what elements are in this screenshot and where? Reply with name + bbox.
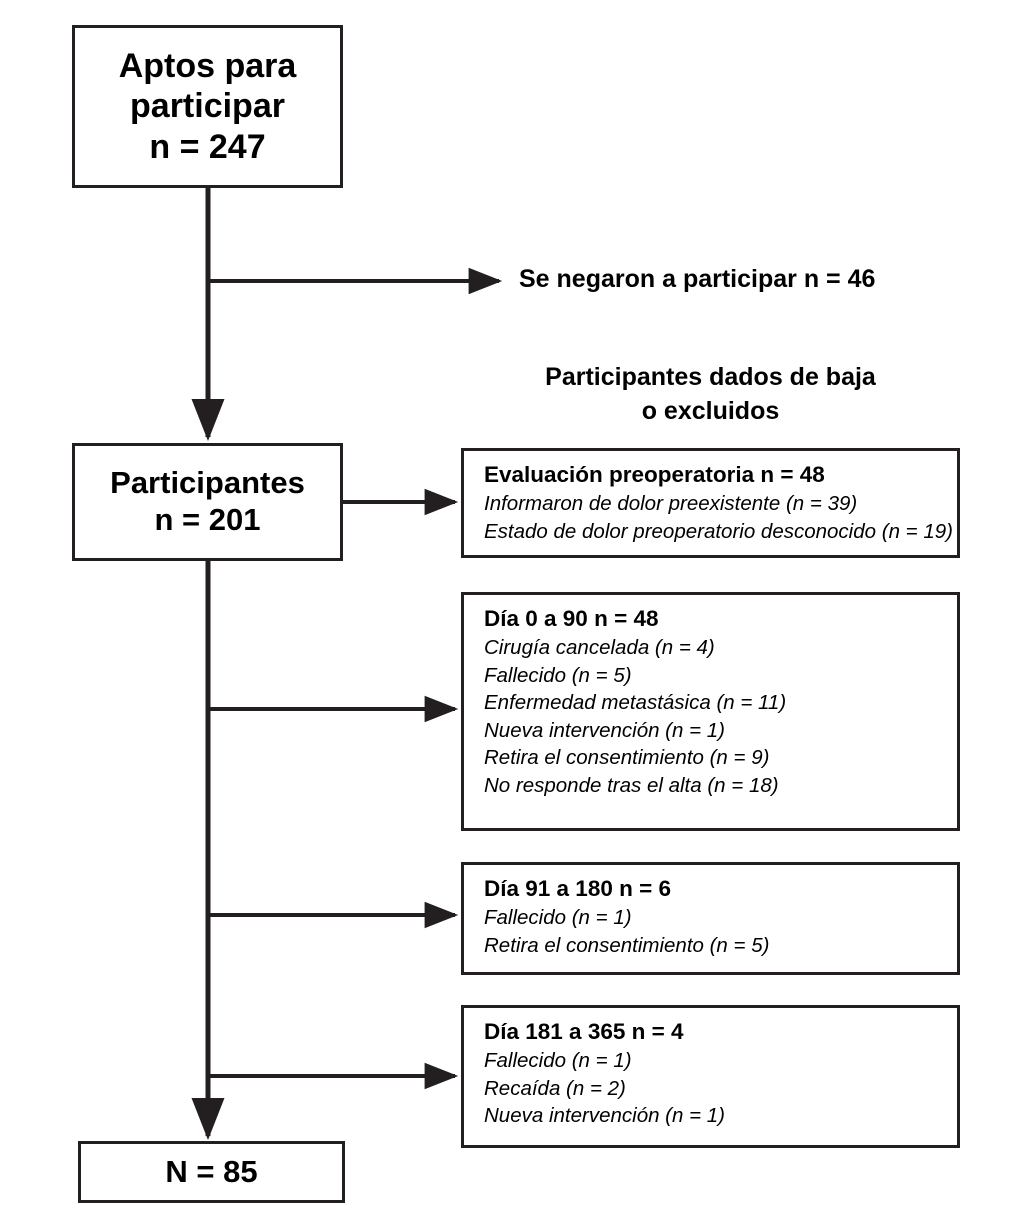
exclusion-item: Retira el consentimiento (n = 9)	[484, 746, 770, 770]
node-participants-line-2: n = 201	[154, 502, 261, 537]
label-refused: Se negaron a participar n = 46	[519, 265, 876, 293]
node-eligible-line-2: participar	[130, 87, 285, 126]
exclusion-item: Nueva intervención (n = 1)	[484, 718, 726, 742]
exclusion-title: Evaluación preoperatoria n = 48	[484, 462, 825, 487]
exclusion-item: Cirugía cancelada (n = 4)	[484, 636, 715, 660]
exclusion-item: Nueva intervención (n = 1)	[484, 1104, 726, 1128]
node-final-sample: N = 85	[78, 1141, 345, 1203]
node-eligible: Aptos para participar n = 247	[72, 25, 343, 188]
exclusion-item: No responde tras el alta (n = 18)	[484, 773, 779, 797]
node-exclusion-day-0-90: Día 0 a 90 n = 48 Cirugía cancelada (n =…	[461, 592, 960, 831]
node-participants: Participantes n = 201	[72, 443, 343, 561]
exclusion-item: Fallecido (n = 1)	[484, 906, 632, 930]
label-excluded-header-line-1: Participantes dados de baja	[545, 363, 876, 391]
node-eligible-line-1: Aptos para	[118, 47, 297, 86]
node-participants-line-1: Participantes	[110, 465, 305, 501]
label-excluded-header: Participantes dados de baja o excluidos	[461, 361, 960, 429]
exclusion-item: Enfermedad metastásica (n = 11)	[484, 691, 787, 715]
node-exclusion-preoperative: Evaluación preoperatoria n = 48 Informar…	[461, 448, 960, 558]
node-exclusion-day-91-180: Día 91 a 180 n = 6 Fallecido (n = 1) Ret…	[461, 862, 960, 975]
label-excluded-header-line-2: o excluidos	[641, 396, 780, 425]
exclusion-item: Recaída (n = 2)	[484, 1076, 626, 1100]
node-exclusion-day-181-365: Día 181 a 365 n = 4 Fallecido (n = 1) Re…	[461, 1005, 960, 1148]
exclusion-title: Día 181 a 365 n = 4	[484, 1019, 684, 1044]
exclusion-title: Día 91 a 180 n = 6	[484, 876, 671, 901]
exclusion-item: Fallecido (n = 1)	[484, 1049, 632, 1073]
exclusion-item: Retira el consentimiento (n = 5)	[484, 933, 770, 957]
exclusion-item: Informaron de dolor preexistente (n = 39…	[484, 492, 858, 516]
node-eligible-line-3: n = 247	[149, 127, 266, 166]
node-final-line-1: N = 85	[165, 1153, 258, 1189]
exclusion-item: Estado de dolor preoperatorio desconocid…	[484, 519, 953, 543]
exclusion-title: Día 0 a 90 n = 48	[484, 606, 659, 631]
exclusion-item: Fallecido (n = 5)	[484, 663, 632, 687]
